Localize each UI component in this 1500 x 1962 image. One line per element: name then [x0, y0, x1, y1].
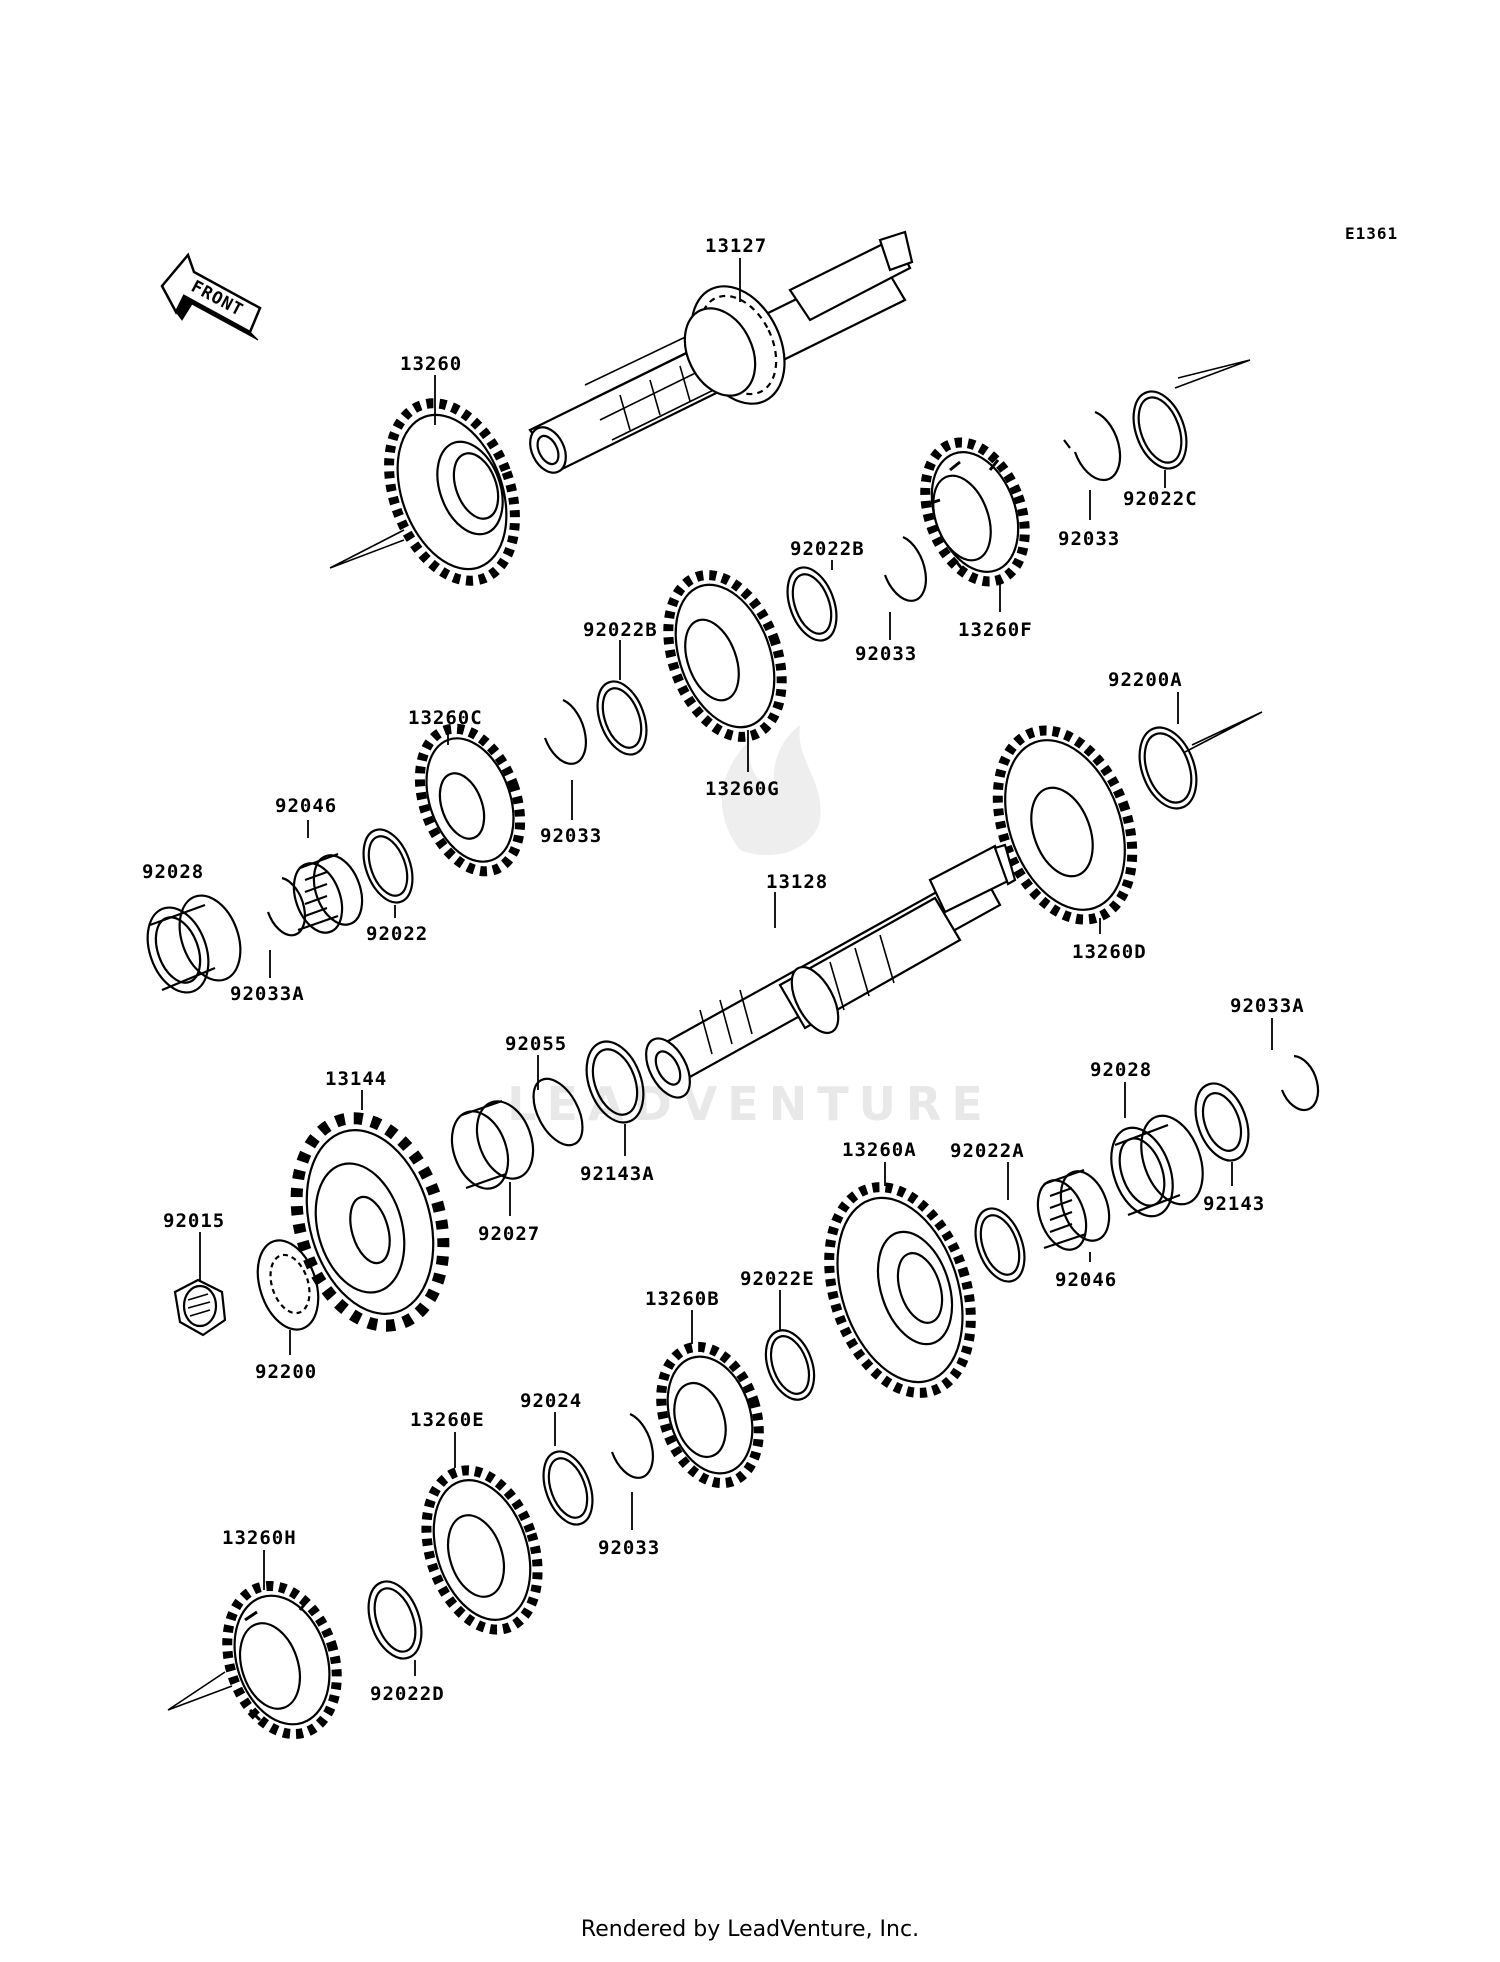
label-92200A[interactable]: 92200A	[1108, 669, 1183, 691]
footer-credit: Rendered by LeadVenture, Inc.	[580, 1917, 920, 1942]
leader-lines	[199, 258, 1273, 1676]
sprocket-13144	[290, 1112, 450, 1332]
needle-bearing-92046-b	[1036, 1168, 1111, 1251]
axis-lines	[167, 359, 1263, 1711]
label-92028-a[interactable]: 92028	[142, 861, 204, 883]
washer-92022D	[367, 1580, 423, 1660]
gear-13260C	[414, 723, 526, 877]
needle-bearing-92046-a	[292, 852, 364, 934]
label-92033-b[interactable]: 92033	[855, 643, 917, 665]
label-92022[interactable]: 92022	[366, 923, 428, 945]
gear-13260H	[222, 1580, 342, 1740]
washer-92022B-b	[596, 680, 648, 756]
label-13144[interactable]: 13144	[325, 1068, 387, 1090]
label-92015[interactable]: 92015	[163, 1210, 225, 1232]
o-ring-92055	[532, 1077, 584, 1147]
washer-92024	[542, 1450, 594, 1526]
label-13128[interactable]: 13128	[766, 871, 828, 893]
diagram-code: E1361	[1345, 224, 1398, 243]
label-92046-a[interactable]: 92046	[275, 795, 337, 817]
circlip-92033A-a	[266, 876, 306, 937]
shaft-13128	[645, 843, 1017, 1099]
label-13260D[interactable]: 13260D	[1072, 941, 1147, 963]
gear-13260A	[824, 1182, 976, 1398]
washer-92022	[362, 828, 414, 904]
circlip-92033-c	[543, 698, 587, 765]
label-13260A[interactable]: 13260A	[842, 1139, 917, 1161]
collar-92143	[1194, 1082, 1250, 1162]
label-92028-b[interactable]: 92028	[1090, 1059, 1152, 1081]
label-92024[interactable]: 92024	[520, 1390, 582, 1412]
label-92022B-b[interactable]: 92022B	[583, 619, 658, 641]
gear-13260F	[920, 437, 1030, 587]
collar-92143A	[585, 1040, 645, 1124]
washer-92022E	[764, 1329, 816, 1401]
label-92033-c[interactable]: 92033	[540, 825, 602, 847]
circlip-92033-a	[1063, 410, 1122, 482]
label-13260C[interactable]: 13260C	[408, 707, 483, 729]
label-92143[interactable]: 92143	[1203, 1193, 1265, 1215]
label-92033A-a[interactable]: 92033A	[230, 983, 305, 1005]
leadventure-watermark: LEADVENTURE	[507, 725, 993, 1131]
label-92022A[interactable]: 92022A	[950, 1140, 1025, 1162]
gear-13260B	[656, 1341, 764, 1489]
label-92033-d[interactable]: 92033	[598, 1537, 660, 1559]
label-13260[interactable]: 13260	[400, 353, 462, 375]
collar-92027	[450, 1099, 535, 1190]
label-92027[interactable]: 92027	[478, 1223, 540, 1245]
bearing-92028-b	[1110, 1114, 1204, 1218]
gear-13260E	[421, 1465, 543, 1635]
front-direction-arrow: FRONT	[160, 252, 262, 341]
small-parts	[146, 390, 1320, 1660]
bearing-92028-a	[146, 894, 242, 994]
label-92143A[interactable]: 92143A	[580, 1163, 655, 1185]
label-13260G[interactable]: 13260G	[705, 778, 780, 800]
label-13260B[interactable]: 13260B	[645, 1288, 720, 1310]
label-92200[interactable]: 92200	[255, 1361, 317, 1383]
label-92055[interactable]: 92055	[505, 1033, 567, 1055]
label-92046-b[interactable]: 92046	[1055, 1269, 1117, 1291]
part-labels: E1361 13127 13260 92022C 92033 13260F 92…	[142, 224, 1398, 1705]
gear-13260G	[663, 570, 787, 742]
washer-92200A	[1138, 726, 1198, 810]
gear-13260	[384, 398, 520, 586]
shaft-13127	[528, 230, 914, 474]
label-92033A-b[interactable]: 92033A	[1230, 995, 1305, 1017]
label-13260F[interactable]: 13260F	[958, 619, 1033, 641]
circlip-92033-d	[610, 1412, 654, 1479]
washer-92022A	[974, 1207, 1026, 1283]
circlip-92033A-b	[1280, 1054, 1320, 1112]
lock-washer-92200	[256, 1239, 320, 1331]
gear-13260D	[992, 725, 1138, 925]
label-92022D[interactable]: 92022D	[370, 1683, 445, 1705]
nut-92015	[173, 1278, 227, 1337]
label-13127[interactable]: 13127	[705, 235, 767, 257]
washer-92022C	[1132, 390, 1188, 470]
washer-92022B-a	[786, 566, 838, 642]
label-92022B-a[interactable]: 92022B	[790, 538, 865, 560]
watermark-text: LEADVENTURE	[507, 1077, 993, 1131]
circlip-92033-b	[883, 535, 927, 602]
label-92022C[interactable]: 92022C	[1123, 488, 1198, 510]
label-13260H[interactable]: 13260H	[222, 1527, 297, 1549]
label-13260E[interactable]: 13260E	[410, 1409, 485, 1431]
label-92033-a[interactable]: 92033	[1058, 528, 1120, 550]
label-92022E[interactable]: 92022E	[740, 1268, 815, 1290]
